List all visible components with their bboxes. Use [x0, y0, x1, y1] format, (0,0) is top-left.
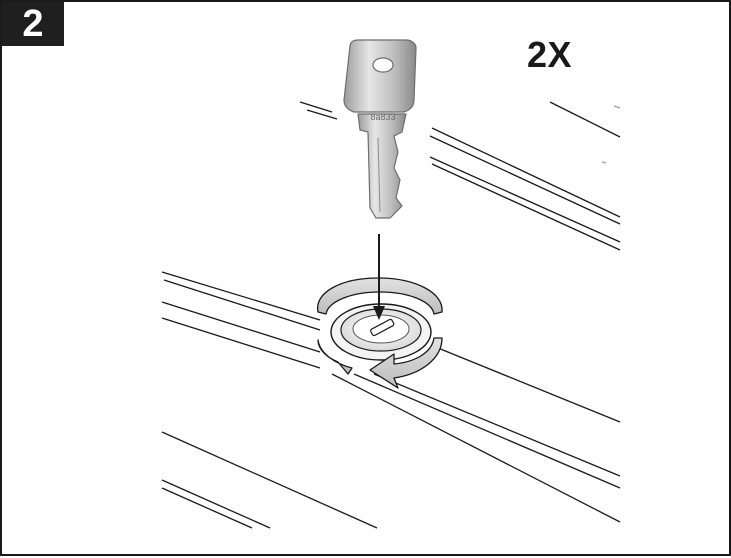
repeat-count-label: 2X [527, 34, 573, 75]
rotation-arrow-icon [317, 277, 443, 389]
lid-edges [161, 271, 621, 529]
lock-cylinder [330, 303, 432, 361]
key-engraving: 8a833 [370, 112, 395, 122]
upper-panel-edges [299, 101, 621, 251]
key-icon: 8a833 [343, 39, 417, 219]
step-number-badge: 2 [2, 2, 64, 46]
key-slot [370, 318, 395, 337]
insert-arrow-icon [373, 234, 385, 320]
